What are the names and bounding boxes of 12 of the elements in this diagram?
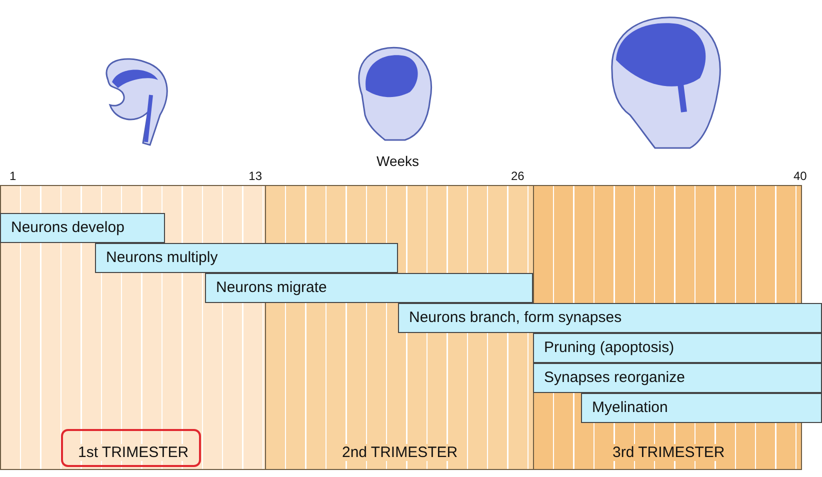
week-tick-label: 13	[248, 169, 262, 183]
stage-bar: Myelination	[581, 393, 822, 423]
axis-title: Weeks	[376, 153, 420, 169]
stage-bar: Pruning (apoptosis)	[533, 333, 822, 363]
stage-bar: Synapses reorganize	[533, 363, 822, 393]
week-tick-label: 26	[510, 169, 524, 183]
stage-bar: Neurons develop	[0, 213, 165, 243]
week-tick-label: 1	[10, 169, 16, 183]
stage-bar: Neurons migrate	[205, 273, 533, 303]
week-tick-label: 40	[794, 169, 807, 183]
stage-bar: Neurons branch, form synapses	[398, 303, 822, 333]
stage-bar: Neurons multiply	[95, 243, 398, 273]
